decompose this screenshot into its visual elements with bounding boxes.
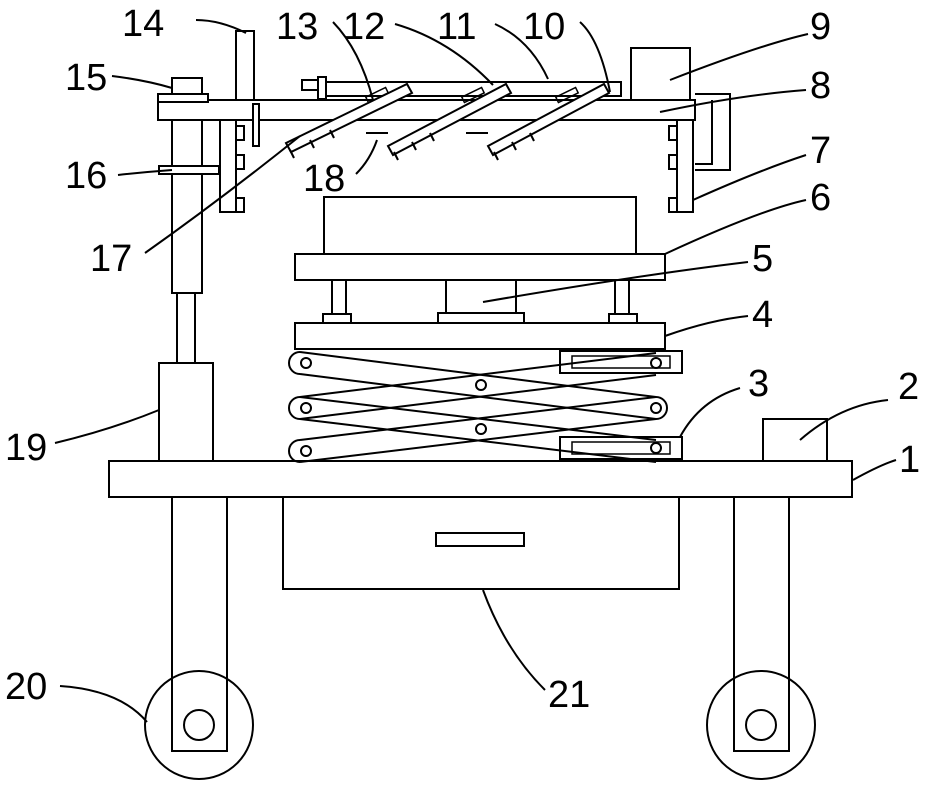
workpiece <box>324 197 636 254</box>
label-4: 4 <box>752 294 773 336</box>
cylinder <box>446 280 516 313</box>
lower-plate <box>295 323 665 349</box>
label-18: 18 <box>303 158 345 200</box>
column-sleeve <box>172 120 202 293</box>
label-15: 15 <box>65 57 107 99</box>
drawer-handle <box>436 533 524 546</box>
label-21: 21 <box>548 674 590 716</box>
label-10: 10 <box>523 6 565 48</box>
label-7: 7 <box>810 130 831 172</box>
label-12: 12 <box>343 6 385 48</box>
label-3: 3 <box>748 363 769 405</box>
label-16: 16 <box>65 155 107 197</box>
label-2: 2 <box>898 366 919 408</box>
label-13: 13 <box>276 6 318 48</box>
left-suction-column <box>220 120 236 212</box>
label-11: 11 <box>437 6 476 48</box>
label-8: 8 <box>810 65 831 107</box>
beam-collar <box>158 94 208 102</box>
left-wheel <box>145 671 253 779</box>
cylinder-base <box>438 313 524 323</box>
label-17: 17 <box>90 238 132 280</box>
right-suction-column <box>677 120 693 212</box>
bottom-slide-rail <box>560 437 682 459</box>
right-wheel <box>707 671 815 779</box>
label-1: 1 <box>899 439 920 481</box>
label-19: 19 <box>5 427 47 469</box>
upper-plate <box>295 254 665 280</box>
label-5: 5 <box>752 238 773 280</box>
scissor-lift <box>289 351 682 462</box>
column-base <box>159 363 213 461</box>
column-rod <box>177 293 195 363</box>
label-20: 20 <box>5 666 47 708</box>
right-post <box>615 280 629 314</box>
left-post <box>332 280 346 314</box>
label-14: 14 <box>122 3 164 45</box>
motor-9 <box>631 48 690 100</box>
label-6: 6 <box>810 177 831 219</box>
label-9: 9 <box>810 6 831 48</box>
base-plate <box>109 461 852 497</box>
top-beam <box>158 100 695 120</box>
